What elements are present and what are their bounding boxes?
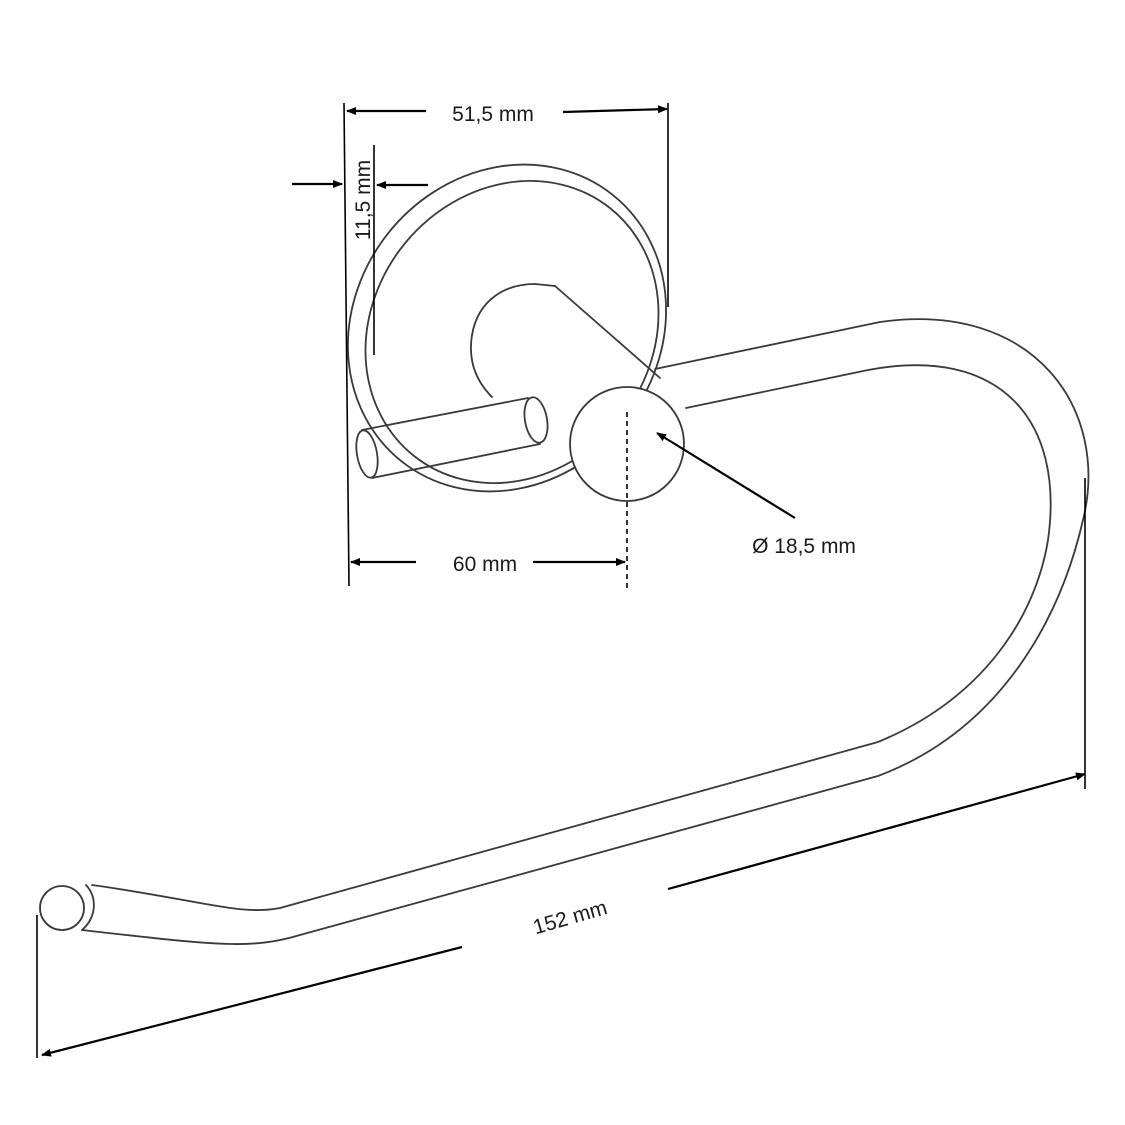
arrow-length-left xyxy=(41,945,463,1057)
label-projection: 60 mm xyxy=(453,553,517,576)
arrow-diameter-leader xyxy=(656,432,796,519)
ring-bar-tip xyxy=(39,884,95,931)
side-pin xyxy=(355,396,549,479)
label-base-width: 51,5 mm xyxy=(452,103,534,126)
label-base-depth: 11,5 mm xyxy=(352,160,375,240)
label-tube-diameter: Ø 18,5 mm xyxy=(752,535,856,558)
label-total-length: 152 mm xyxy=(531,896,610,939)
ring-bar-outer-edge xyxy=(81,318,1090,945)
extension-line-left-main xyxy=(343,102,350,587)
dimension-labels: 51,5 mm 11,5 mm 60 mm Ø 18,5 mm 152 mm xyxy=(352,103,856,939)
support-post xyxy=(470,283,661,398)
arrow-base-width-right xyxy=(562,105,668,114)
arrow-length-right xyxy=(667,772,1086,891)
holder-outline xyxy=(39,163,1090,945)
dimension-lines xyxy=(36,102,1086,1058)
ring-bar-inner-edge xyxy=(91,364,1052,911)
